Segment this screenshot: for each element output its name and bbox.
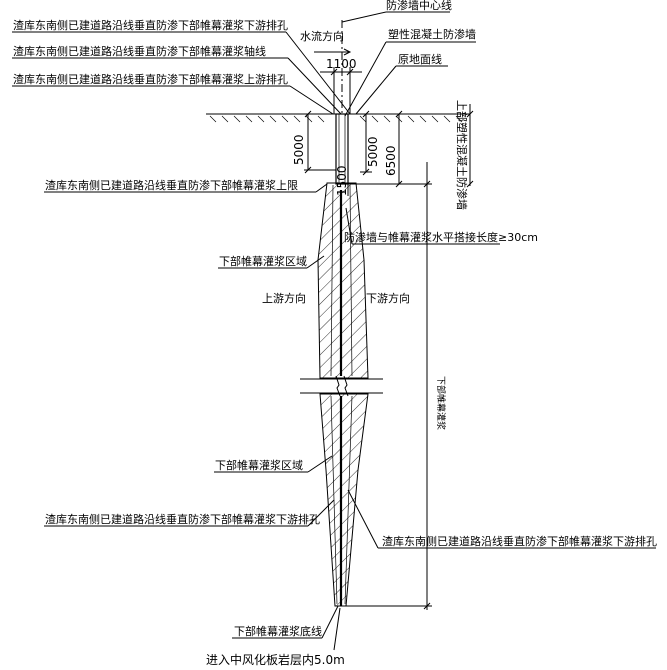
label-right-bottom: 渣库东南侧已建道路沿线垂直防渗下部帷幕灌浆下游排孔 (382, 534, 657, 548)
grout-hole-down (349, 184, 353, 377)
label-left-5: 渣库东南侧已建道路沿线垂直防渗下部帷幕灌浆下游排孔 (45, 512, 320, 526)
label-left-2: 渣库东南侧已建道路沿线垂直防渗下部帷幕灌浆轴线 (13, 44, 266, 58)
label-top-3: 原地面线 (398, 52, 442, 66)
label-left-4: 渣库东南侧已建道路沿线垂直防渗下部帷幕灌浆上限 (45, 178, 298, 192)
label-bottom-2: 进入中风化板岩层内5.0m (206, 652, 345, 667)
dim-6500: 6500 (384, 145, 398, 176)
dim-1500: 1500 (335, 165, 349, 196)
leader-top-2 (344, 41, 387, 117)
break-mark (335, 375, 341, 397)
label-overlap: 防渗墙与帷幕灌浆水平搭接长度≥30cm (344, 230, 538, 244)
ground-hatch-left (209, 115, 325, 123)
label-top-2: 塑性混凝土防渗墙 (388, 27, 476, 41)
ground-hatch-right (359, 115, 463, 123)
leader-right-bottom (347, 489, 379, 549)
grout-hole-down-lower (344, 395, 353, 605)
label-zone-lower: 下部帷幕灌浆区域 (215, 458, 303, 472)
leader-top-3 (355, 65, 397, 115)
label-left-1: 渣库东南侧已建道路沿线垂直防渗下部帷幕灌浆下游排孔 (13, 18, 288, 32)
break-mark-2 (343, 375, 349, 397)
label-top-1: 防渗墙中心线 (386, 0, 452, 12)
label-vertical-grout: 下部帷幕灌浆 (435, 376, 447, 430)
dim-5000-right: 5000 (366, 136, 380, 167)
label-bottom-1: 下部帷幕灌浆底线 (234, 624, 322, 638)
label-upstream: 上游方向 (262, 291, 306, 305)
dim-5000-left: 5000 (292, 134, 306, 165)
leader-overlap (345, 207, 353, 245)
label-left-3: 渣库东南侧已建道路沿线垂直防渗下部帷幕灌浆上游排孔 (13, 72, 288, 86)
grout-body-upper (317, 182, 369, 379)
grout-body-lower (319, 393, 369, 607)
label-downstream: 下游方向 (366, 291, 410, 305)
grout-hole-up (330, 184, 334, 377)
leader-top-1 (341, 11, 387, 23)
label-zone-upper: 下部帷幕灌浆区域 (219, 254, 307, 268)
label-vertical-wall: 上部塑性混凝土防渗墙 (455, 100, 469, 210)
label-water-flow: 水流方向 (300, 29, 344, 43)
leader-bottom-2 (333, 607, 341, 651)
dim-1100: 1100 (326, 57, 357, 71)
